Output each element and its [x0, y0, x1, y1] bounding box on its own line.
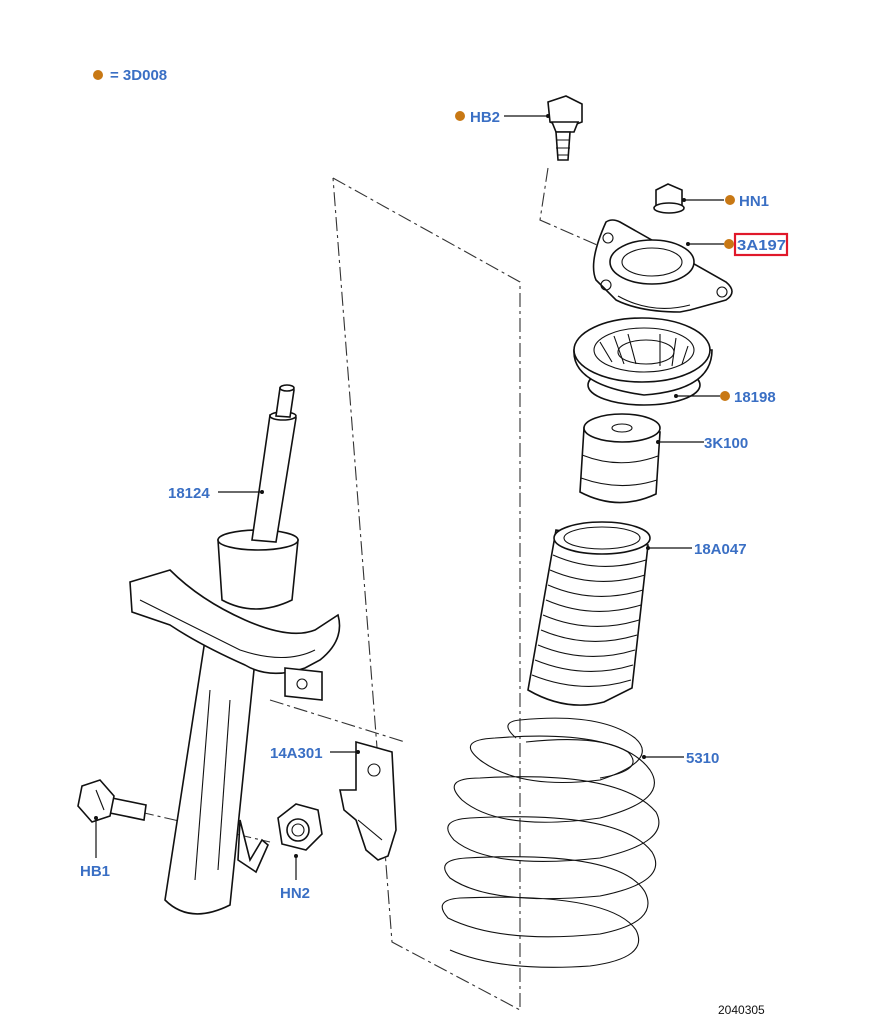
label-14a301: 14A301: [270, 745, 323, 762]
label-hn1: HN1: [739, 193, 769, 210]
coil-spring-5310: [441, 717, 660, 968]
legend-text: = 3D008: [110, 67, 167, 84]
hn1-dot-icon: [725, 195, 735, 205]
bracket-14a301: [339, 740, 397, 861]
hb2-dot-icon: [455, 111, 465, 121]
bolt-hb2: [547, 95, 583, 161]
bump-stop-3k100: [579, 413, 661, 504]
reference-number: 2040305: [718, 1003, 765, 1017]
assembly-frame-line: [332, 177, 521, 1011]
hb2-axis-line: [539, 167, 621, 256]
label-5310: 5310: [686, 750, 719, 767]
nut-hn1: [653, 183, 685, 214]
label-hb1: HB1: [80, 863, 110, 880]
dust-boot-18a047: [527, 521, 651, 706]
nut-hn2: [277, 803, 323, 851]
label-3a197: 3A197: [737, 237, 786, 254]
bolt-hb1: [77, 779, 147, 823]
label-hn2: HN2: [280, 885, 310, 902]
label-18198: 18198: [734, 389, 776, 406]
label-hb2: HB2: [470, 109, 500, 126]
label-18a047: 18A047: [694, 541, 747, 558]
legend-dot-icon: [93, 70, 103, 80]
label-18124: 18124: [168, 485, 210, 502]
highlight-box: [733, 232, 789, 257]
top-mount-3a197: [592, 219, 733, 313]
bearing-18198: [573, 317, 713, 406]
3a197-dot-icon: [724, 239, 734, 249]
label-3k100: 3K100: [704, 435, 748, 452]
bracket-axis-line: [269, 699, 406, 743]
18198-dot-icon: [720, 391, 730, 401]
strut-assembly: [129, 384, 341, 915]
bolt-axis-line: [139, 811, 271, 843]
